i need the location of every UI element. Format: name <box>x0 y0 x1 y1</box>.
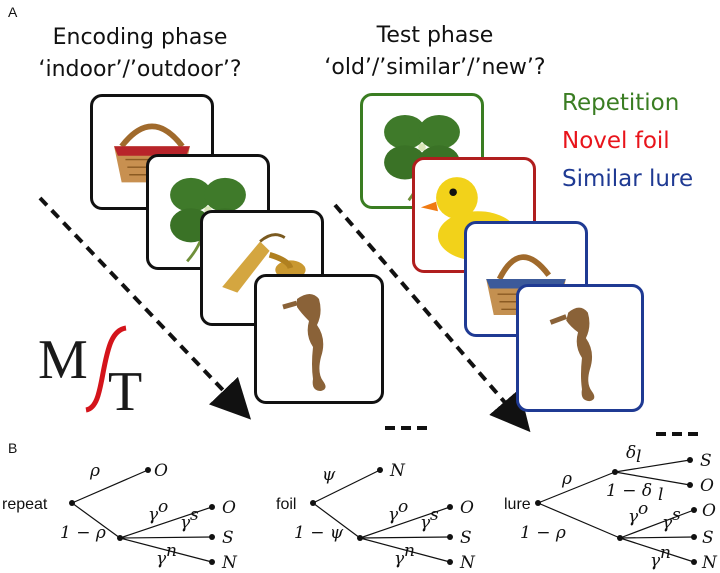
foil-gamma-o-sup: o <box>398 497 408 517</box>
repeat-root-label: repeat <box>2 496 48 513</box>
test-phase-title: Test phase <box>376 23 494 48</box>
repeat-gamma-n: γ <box>156 549 167 569</box>
lure-leaf-n: N <box>701 553 718 573</box>
repeat-gamma-s: γ <box>180 513 191 533</box>
lure-leaf-s: S <box>702 528 714 548</box>
foil-upper-prob: ψ <box>322 465 336 485</box>
test-phase-question: ‘old’/’similar’/’new’? <box>324 55 546 80</box>
lure-root-label: lure <box>504 496 531 513</box>
encoding-phase-title: Encoding phase <box>52 25 228 50</box>
foil-gamma-s: γ <box>420 513 431 533</box>
repeat-gamma-s-sup: s <box>190 505 199 525</box>
foil-leaf-n: N <box>459 553 476 573</box>
lure-gamma-o: γ <box>628 507 639 527</box>
lure-delta-leaf-o: O <box>700 476 714 496</box>
repeat-lower-prob: 1 − ρ <box>60 523 106 543</box>
lure-one-minus-delta: 1 − δ <box>606 481 652 501</box>
encoding-phase-question: ‘indoor’/’outdoor’? <box>38 57 242 82</box>
lure-leaf-o: O <box>702 501 716 521</box>
encoding-sequence-arrow <box>38 196 252 420</box>
test-sequence-arrow <box>333 203 531 433</box>
legend-similar-lure: Similar lure <box>562 166 694 192</box>
repeat-upper-leaf: O <box>154 461 168 481</box>
mst-logo: M T <box>38 325 142 418</box>
repeat-gamma-n-sup: n <box>166 541 177 561</box>
lure-delta-leaf-s: S <box>700 451 712 471</box>
lure-gamma-n: γ <box>650 551 661 571</box>
encoding-phase-heading: Encoding phase ‘indoor’/’outdoor’? <box>30 22 250 86</box>
logo-slash-icon <box>85 325 127 413</box>
foil-leaf-o: O <box>460 498 474 518</box>
foil-upper-leaf: N <box>389 461 406 481</box>
repeat-upper-prob: ρ <box>89 461 100 481</box>
repeat-gamma-o-sup: o <box>158 497 168 517</box>
panel-b-label: B <box>8 440 18 456</box>
seahorse-icon <box>282 294 326 391</box>
foil-gamma-s-sup: s <box>430 505 439 525</box>
lure-gamma-o-sup: o <box>638 499 648 519</box>
foil-gamma-n: γ <box>394 549 405 569</box>
repeat-leaf-n: N <box>221 553 238 573</box>
lure-gamma-s-sup: s <box>672 505 681 525</box>
repeat-leaf-s: S <box>222 528 234 548</box>
repeat-leaf-o: O <box>222 498 236 518</box>
test-card-seahorse <box>516 284 644 412</box>
lure-gamma-s: γ <box>662 513 673 533</box>
lure-one-minus-delta-sub: l <box>658 485 663 505</box>
foil-gamma-o: γ <box>388 505 399 525</box>
foil-leaf-s: S <box>460 528 472 548</box>
panel-a-label: A <box>8 4 18 20</box>
foil-gamma-n-sup: n <box>404 541 415 561</box>
repeat-gamma-o: γ <box>148 505 159 525</box>
lure-lower-prob: 1 − ρ <box>520 523 566 543</box>
lure-delta-sub: l <box>636 447 641 467</box>
legend-repetition: Repetition <box>562 90 680 116</box>
lure-delta: δ <box>626 443 636 463</box>
foil-root-label: foil <box>276 496 296 513</box>
logo-letter-m: M <box>38 329 88 391</box>
lure-gamma-n-sup: n <box>660 543 671 563</box>
lure-upper-prob: ρ <box>561 469 572 489</box>
test-phase-heading: Test phase ‘old’/’similar’/’new’? <box>300 20 570 84</box>
encoding-card-seahorse <box>254 274 384 404</box>
foil-lower-prob: 1 − ψ <box>294 523 344 543</box>
logo-letter-t: T <box>108 361 142 418</box>
seahorse-icon <box>549 307 595 402</box>
legend-novel-foil: Novel foil <box>562 128 670 154</box>
